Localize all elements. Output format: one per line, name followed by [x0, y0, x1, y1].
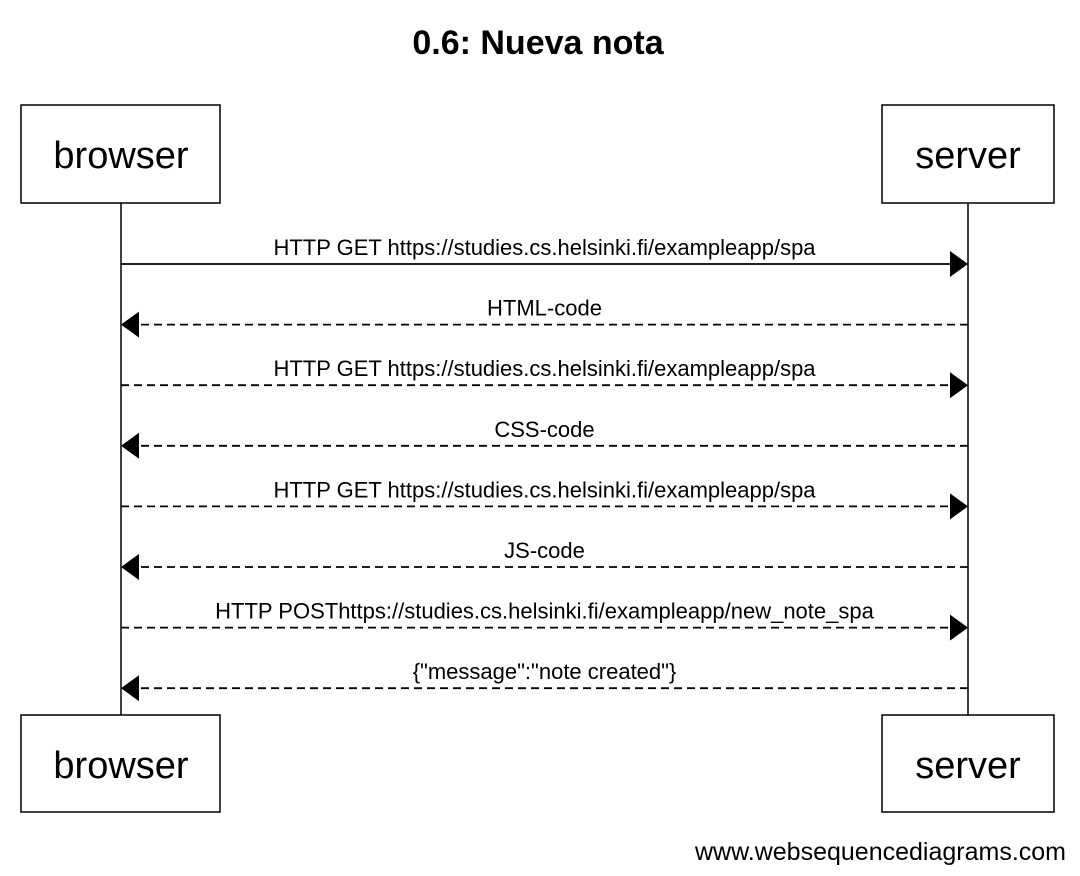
arrowhead: [121, 432, 139, 459]
message-3: HTTP GET https://studies.cs.helsinki.fi/…: [121, 356, 968, 399]
message-4: CSS-code: [121, 417, 968, 459]
arrowhead: [950, 614, 968, 641]
participant-browser-top: browser: [20, 104, 221, 204]
message-label: HTTP POSThttps://studies.cs.helsinki.fi/…: [215, 599, 874, 624]
participant-label: server: [915, 135, 1021, 177]
arrowhead: [950, 372, 968, 399]
message-label: CSS-code: [494, 417, 594, 442]
participant-server-bottom: server: [881, 714, 1055, 813]
participant-browser-bottom: browser: [20, 714, 221, 813]
arrowhead: [950, 251, 968, 277]
message-5: HTTP GET https://studies.cs.helsinki.fi/…: [121, 477, 968, 520]
arrowhead: [121, 554, 139, 580]
participant-label: browser: [53, 745, 188, 787]
arrowhead: [121, 675, 139, 702]
arrowhead: [121, 311, 139, 338]
message-label: HTTP GET https://studies.cs.helsinki.fi/…: [273, 356, 816, 381]
message-6: JS-code: [121, 538, 968, 580]
messages: HTTP GET https://studies.cs.helsinki.fi/…: [121, 235, 968, 702]
message-label: HTTP GET https://studies.cs.helsinki.fi/…: [273, 477, 816, 502]
message-1: HTTP GET https://studies.cs.helsinki.fi/…: [121, 235, 968, 277]
participant-server-top: server: [881, 104, 1055, 204]
arrowhead: [950, 493, 968, 520]
participant-label: server: [915, 745, 1021, 787]
message-label: HTML-code: [487, 296, 602, 321]
watermark: www.websequencediagrams.com: [694, 838, 1066, 866]
message-8: {"message":"note created"}: [121, 659, 968, 702]
diagram-title: 0.6: Nueva nota: [412, 24, 664, 62]
message-7: HTTP POSThttps://studies.cs.helsinki.fi/…: [121, 599, 968, 641]
participant-label: browser: [53, 135, 188, 177]
message-2: HTML-code: [121, 296, 968, 338]
message-label: {"message":"note created"}: [413, 659, 677, 684]
message-label: HTTP GET https://studies.cs.helsinki.fi/…: [273, 235, 816, 260]
message-label: JS-code: [504, 538, 585, 563]
